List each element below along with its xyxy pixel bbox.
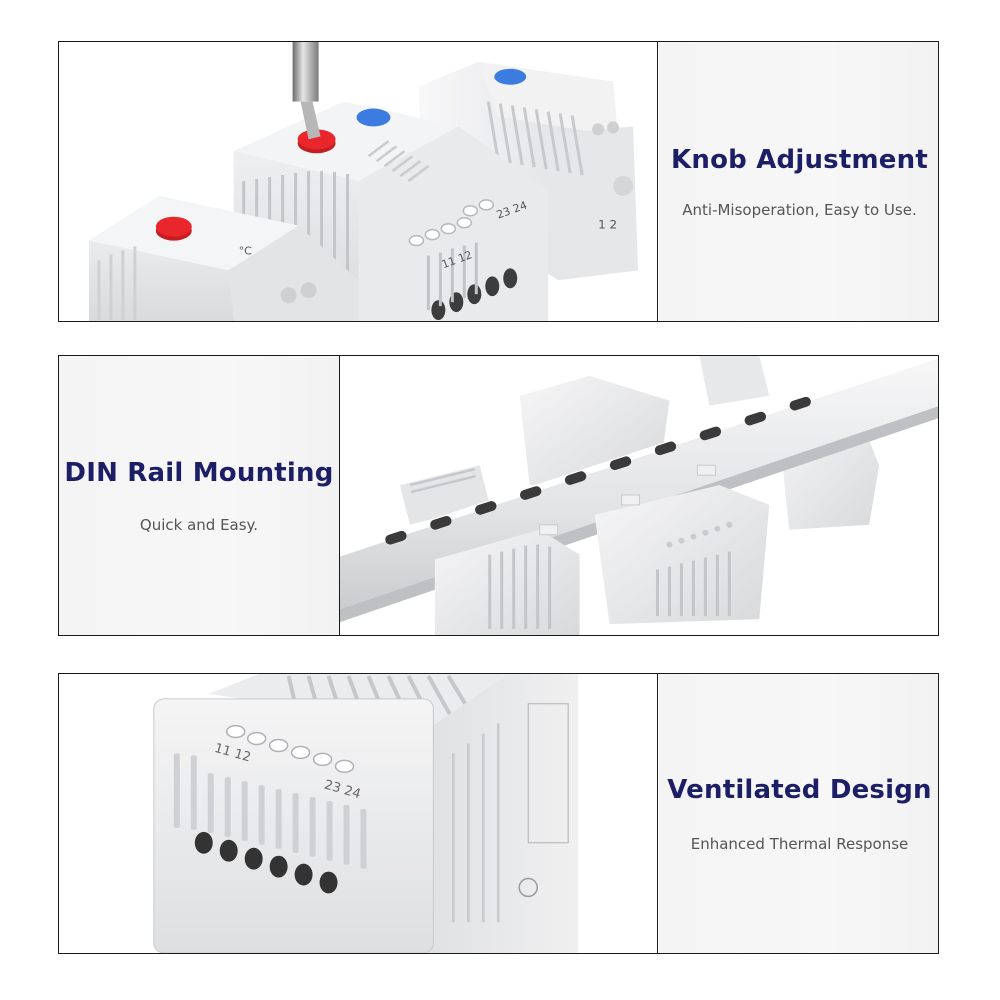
feature-title: DIN Rail Mounting	[64, 457, 334, 488]
feature-text-din-rail: DIN Rail Mounting Quick and Easy.	[59, 356, 339, 635]
feature-text-knob: Knob Adjustment Anti-Misoperation, Easy …	[659, 42, 938, 321]
feature-title: Ventilated Design	[667, 774, 932, 805]
feature-panel-ventilated: 11 12 23 24 Ventilated Design Enhanced T…	[58, 673, 939, 954]
thermostat-knob-photo: °C 11 12 23 24 1 2	[59, 42, 658, 321]
terminal-label-side: 1 2	[598, 218, 617, 232]
feature-panel-din-rail: DIN Rail Mounting Quick and Easy.	[58, 355, 939, 636]
ventilated-housing-illustration: 11 12 23 24	[153, 674, 579, 953]
celsius-label: °C	[239, 245, 253, 258]
din-rail-illustration	[340, 356, 938, 635]
feature-panel-knob: °C 11 12 23 24 1 2 Knob Adjustment Anti-…	[58, 41, 939, 322]
feature-text-ventilated: Ventilated Design Enhanced Thermal Respo…	[659, 674, 938, 953]
feature-title: Knob Adjustment	[671, 144, 928, 175]
feature-subtitle: Anti-Misoperation, Easy to Use.	[682, 200, 917, 219]
din-rail-photo	[339, 356, 938, 635]
feature-subtitle: Enhanced Thermal Response	[690, 834, 909, 853]
feature-subtitle: Quick and Easy.	[139, 515, 259, 534]
knob-photo-illustration: °C 11 12 23 24 1 2	[88, 42, 639, 321]
ventilated-housing-photo: 11 12 23 24	[59, 674, 658, 953]
